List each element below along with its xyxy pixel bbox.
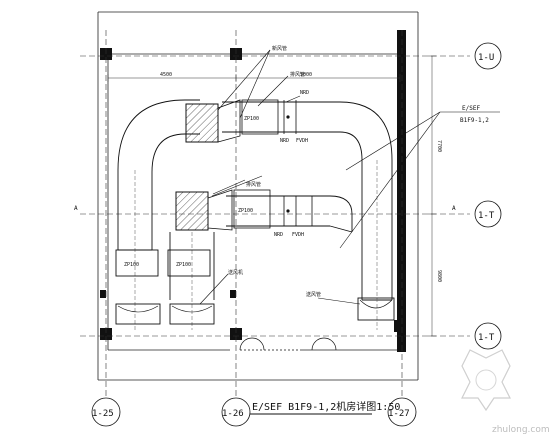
equip-label-1: ZP100 — [244, 116, 259, 122]
leader-lines — [199, 49, 441, 305]
dimension-lines — [107, 55, 436, 337]
equip-label-3: ZP100 — [124, 262, 139, 268]
section-mark-right: A — [452, 205, 456, 212]
dim-right-lower: 9800 — [436, 270, 442, 282]
ahu-coil-lines — [117, 299, 393, 313]
svg-text:排风管: 排风管 — [290, 71, 305, 78]
section-mark-left: A — [74, 205, 78, 212]
grid-bubbles-bottom — [91, 397, 417, 427]
svg-text:新风管: 新风管 — [272, 45, 287, 52]
damper-label-3: NRD — [274, 232, 283, 238]
drawing-title: E/SEF B1F9-1,2机房详图1:50 — [252, 400, 400, 413]
grid-label-1-T-mid: 1-T — [478, 211, 495, 221]
duct-top — [222, 101, 393, 301]
svg-text:NRD: NRD — [300, 90, 309, 96]
damper-label-4: FVDH — [292, 232, 304, 238]
section-tag-bottom: B1F9-1,2 — [460, 117, 489, 124]
right-wall — [397, 30, 406, 352]
svg-text:送风管: 送风管 — [306, 291, 321, 298]
grid-label-1-U: 1-U — [478, 53, 494, 63]
doors — [239, 337, 337, 351]
dim-top-right: 5000 — [300, 72, 312, 78]
transitions — [207, 99, 279, 231]
equip-label-4: ZP100 — [176, 262, 191, 268]
ahu-units — [115, 249, 395, 325]
watermark-logo — [461, 349, 511, 412]
grid-label-1-26: 1-26 — [222, 409, 244, 419]
columns — [100, 48, 406, 340]
dim-top-left: 4500 — [160, 72, 172, 78]
duct-lower — [226, 195, 353, 233]
section-tag-top: E/SEF — [462, 105, 480, 112]
svg-text:送风机: 送风机 — [228, 269, 243, 276]
svg-text:排风管: 排风管 — [246, 181, 261, 188]
grid-bubbles-right — [474, 42, 502, 350]
fan-box-lower — [175, 191, 209, 231]
grid-label-1-27: 1-27 — [388, 409, 410, 419]
equip-label-2: ZP100 — [238, 208, 253, 214]
grid-axes — [80, 30, 470, 400]
damper-label-1: NRD — [280, 138, 289, 144]
dampers — [283, 100, 313, 226]
grid-label-1-T-bottom: 1-T — [478, 333, 495, 343]
damper-markers — [286, 115, 290, 213]
grid-label-1-25: 1-25 — [92, 409, 114, 419]
damper-label-2: FVDH — [296, 138, 308, 144]
frame-lines — [97, 11, 419, 381]
watermark-text: zhulong.com — [492, 425, 550, 435]
dim-right-upper: 7700 — [436, 140, 442, 152]
fan-box-upper — [185, 103, 219, 143]
annotation-notes: 新风管 排风管 NRD 排风管 送风机 送风管 — [228, 45, 321, 298]
